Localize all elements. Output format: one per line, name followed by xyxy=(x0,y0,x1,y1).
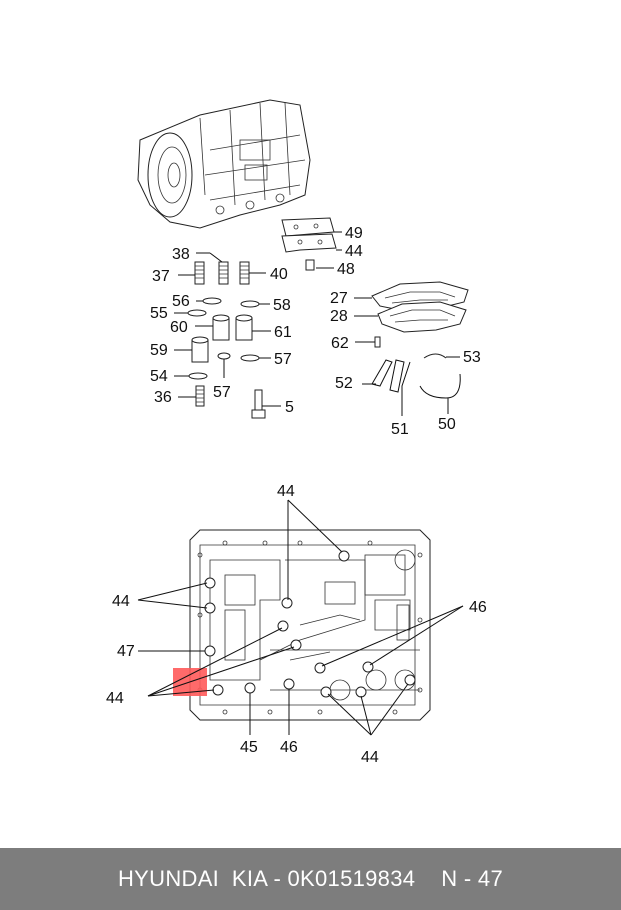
spring-parts xyxy=(178,252,266,285)
label-57-right: 57 xyxy=(274,351,292,368)
footer-page-number: N - 47 xyxy=(441,866,504,891)
label-44-valve-left: 44 xyxy=(112,593,130,610)
valve-body-leader-lines xyxy=(137,499,464,736)
label-47: 47 xyxy=(117,643,135,660)
label-36: 36 xyxy=(154,389,172,406)
label-53: 53 xyxy=(463,349,481,366)
label-58: 58 xyxy=(273,297,291,314)
gasket-and-clip-parts xyxy=(354,281,469,416)
label-46-bottom: 46 xyxy=(280,739,298,756)
label-56: 56 xyxy=(172,293,190,310)
label-38: 38 xyxy=(172,246,190,263)
label-55: 55 xyxy=(150,305,168,322)
label-44-top: 44 xyxy=(345,243,363,260)
label-54: 54 xyxy=(150,368,168,385)
label-52: 52 xyxy=(335,375,353,392)
label-5: 5 xyxy=(285,399,294,416)
part-number-footer: HYUNDAI KIA - 0K01519834 N - 47 xyxy=(0,848,621,910)
label-61: 61 xyxy=(274,324,292,341)
label-60: 60 xyxy=(170,319,188,336)
label-40: 40 xyxy=(270,266,288,283)
label-46-right: 46 xyxy=(469,599,487,616)
label-51: 51 xyxy=(391,421,409,438)
solenoid-bracket-parts xyxy=(281,217,342,271)
transmission-housing-illustration xyxy=(137,99,311,229)
label-37: 37 xyxy=(152,268,170,285)
label-28: 28 xyxy=(330,308,348,325)
label-48: 48 xyxy=(337,261,355,278)
footer-brand-part-number: HYUNDAI KIA - 0K01519834 xyxy=(117,866,416,891)
label-57-lower: 57 xyxy=(213,384,231,401)
oring-and-plug-parts xyxy=(174,297,281,419)
label-44-valve-top: 44 xyxy=(277,483,295,500)
label-27: 27 xyxy=(330,290,348,307)
label-44-valve-lower: 44 xyxy=(106,690,124,707)
valve-body-illustration xyxy=(189,529,431,721)
label-45: 45 xyxy=(240,739,258,756)
label-49: 49 xyxy=(345,225,363,242)
label-62: 62 xyxy=(331,335,349,352)
label-59: 59 xyxy=(150,342,168,359)
label-44-valve-bottom: 44 xyxy=(361,749,379,766)
exploded-parts-diagram: 49 44 48 38 37 40 xyxy=(106,99,487,766)
label-50: 50 xyxy=(438,416,456,433)
